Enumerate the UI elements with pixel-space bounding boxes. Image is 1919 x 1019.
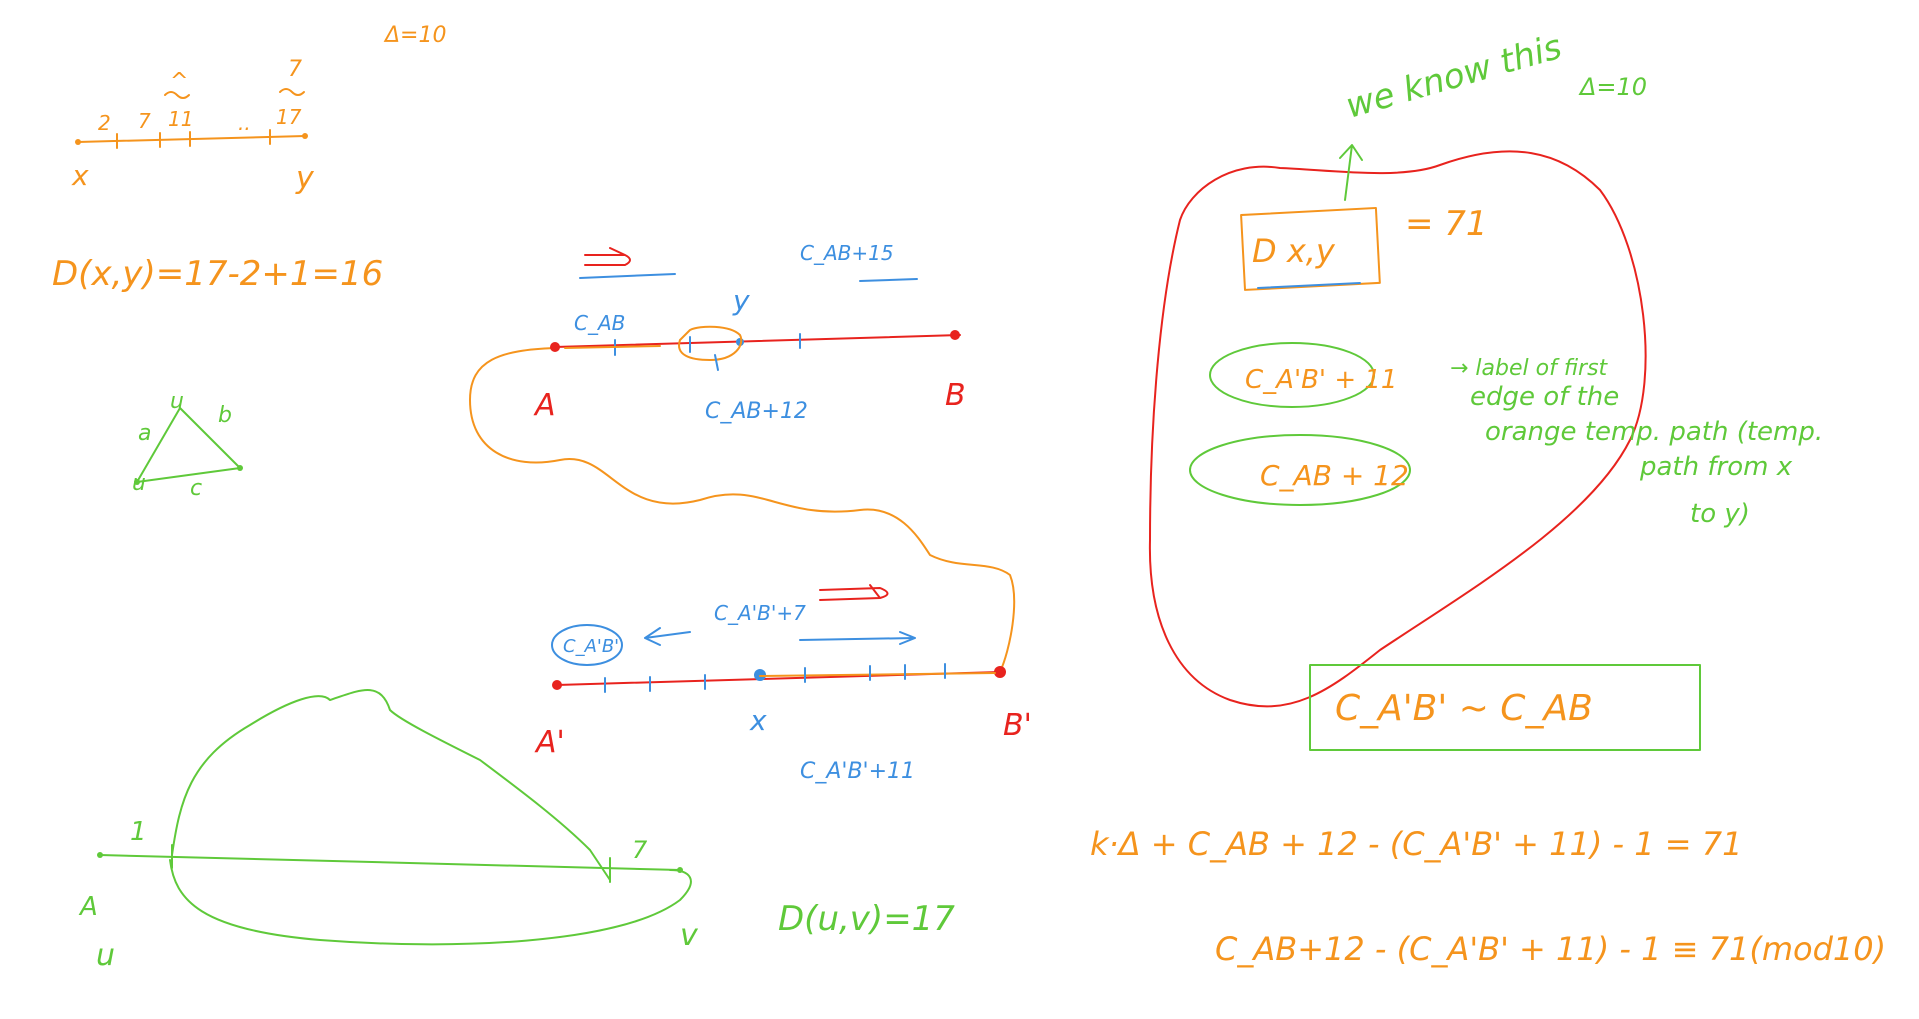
arrow-up [1339,144,1363,201]
straight-line-uv [99,854,681,871]
tick-label: 2 [98,111,111,135]
label-cab-plus-15: C_AB+15 [800,241,894,265]
triangle-edge-a: a [138,421,151,446]
arrow-right-bottom [799,631,916,645]
equals-71: = 71 [1405,204,1488,244]
pointer-line [714,354,719,371]
right-group: we know this Δ=10 D x,y = 71 C_A'B' + 11… [1090,27,1886,968]
label-b-mid: B [945,378,966,413]
note-line-4: path from x [1639,452,1793,482]
label-d-xy: D x,y [1252,232,1336,270]
red-enclosure [1148,150,1647,708]
bottom-left-group: 1 7 A u v D(u,v)=17 [78,689,955,973]
tilde-mark-2 [279,88,305,96]
underline-d-xy [1257,282,1361,289]
edge-a-b [554,334,961,348]
orange-circle-y [678,325,743,361]
label-b-prime: B' [1003,708,1032,743]
box-d-xy [1240,206,1381,291]
label-cab-plus-12-right: C_AB + 12 [1260,459,1409,492]
circle-cab-prime [551,624,623,666]
tilde-hat-mark: ^ [170,69,188,94]
triangle-top-vertex-label: u [170,389,184,414]
note-line-3: orange temp. path (temp. [1485,417,1823,447]
orange-segment-bottom [759,672,996,677]
point-y [302,133,308,139]
label-seven: 7 [632,836,648,864]
triangle-vertex [237,465,243,471]
point-u [97,852,103,858]
note-line-1: → label of first [1450,356,1609,381]
label-a-prime: A' [534,725,565,760]
label-y-mid: y [732,284,750,317]
delta-label-top-left: Δ=10 [383,23,446,48]
label-cab-prime-plus-11: C_A'B'+11 [800,759,915,784]
arrow-right-line [579,273,676,279]
delta-label-right: Δ=10 [1578,73,1647,101]
orange-temp-path [469,347,1016,673]
label-a: A [78,892,98,922]
tick-label: .. [238,111,251,135]
note-line-5: to y) [1690,499,1750,529]
label-x-mid: x [749,704,767,737]
label-cab-prime-plus-7: C_A'B'+7 [714,601,806,625]
red-arrow-bottom [819,584,889,601]
lower-path-uv [169,859,692,946]
box-equivalence [1309,664,1701,751]
label-a-mid: A [533,388,556,423]
point-v [677,867,683,873]
triangle-shape [136,407,241,483]
triangle-group: u u a b c [132,389,243,501]
triangle-edge-b: b [218,403,232,428]
middle-group: C_AB C_AB+15 y C_AB+12 A B C_A'B' C_A'B'… [469,241,1032,784]
upper-path-uv [171,689,611,881]
equation-1: k·Δ + C_AB + 12 - (C_A'B' + 11) - 1 = 71 [1090,825,1742,863]
equation-2: C_AB+12 - (C_A'B' + 11) - 1 ≡ 71(mod10) [1215,930,1886,968]
y-label: y [295,161,315,196]
point-x [75,139,81,145]
tick-label: 7 [138,109,151,133]
triangle-vertex [134,479,140,485]
tick-label: 11 [168,107,193,131]
orange-edge-highlight [564,345,661,349]
number-line-xy [77,135,306,143]
distance-uv: D(u,v)=17 [778,899,955,939]
label-cab: C_AB [574,311,625,335]
tilde-seven-mark: 7 [288,57,302,82]
x-label: x [71,159,89,192]
arrow-left-bottom [644,627,691,646]
label-cab-prime-plus-11-right: C_A'B' + 11 [1245,365,1397,395]
label-equivalence: C_A'B' ~ C_AB [1335,688,1593,729]
oval-cab-plus-12 [1189,434,1411,506]
note-line-2: edge of the [1470,382,1619,412]
label-u: u [96,938,115,973]
red-arrow-top [584,247,631,266]
label-cab-plus-12: C_AB+12 [705,399,808,424]
arrow-left-line [859,278,918,282]
distance-formula-xy: D(x,y)=17-2+1=16 [52,254,383,294]
oval-cab-prime-plus-11 [1209,342,1375,408]
point-a-prime [552,680,562,690]
tilde-mark-1 [164,91,190,99]
label-one: 1 [130,817,147,847]
point-b [950,330,960,340]
top-left-group: Δ=10 ^ 7 2 7 11 .. 17 x y D(x,y)=17-2+1=… [52,23,446,294]
triangle-left-vertex-label: u [132,471,146,496]
we-know-this-label: we know this [1341,27,1566,127]
label-v: v [680,918,699,953]
point-a [550,342,560,352]
triangle-edge-c: c [190,476,202,501]
point-b-prime [994,666,1006,678]
tick-label: 17 [276,105,302,129]
label-cab-prime-circle: C_A'B' [563,636,619,657]
